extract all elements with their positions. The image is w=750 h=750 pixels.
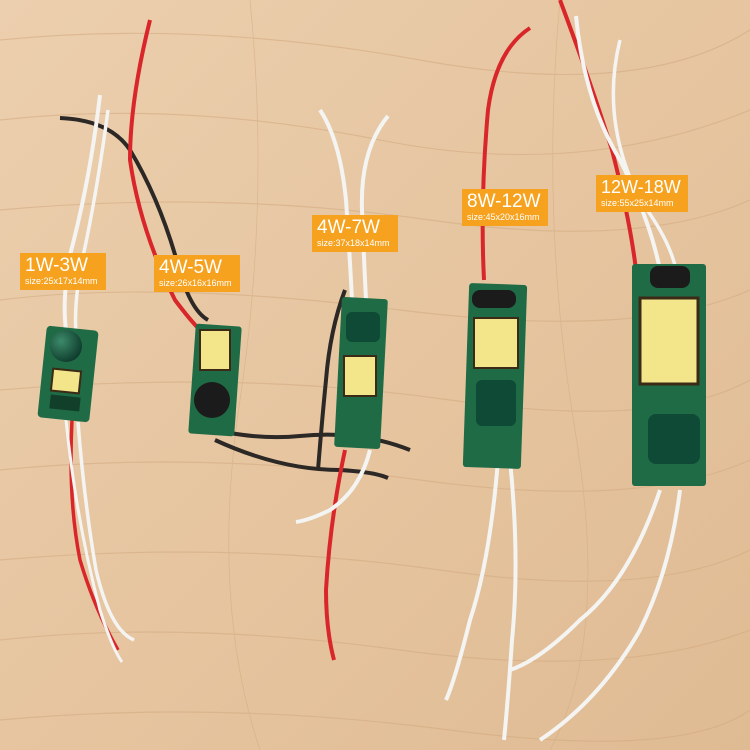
wire-white-5d	[538, 489, 682, 742]
capacitor-4	[476, 380, 516, 426]
label-size: size:25x17x14mm	[25, 276, 98, 286]
wire-white-3c	[295, 449, 372, 524]
wire-white-3a	[318, 108, 354, 301]
wire-white-3b	[359, 114, 390, 301]
label-1w-3w: 1W-3W size:25x17x14mm	[20, 253, 106, 290]
label-title: 12W-18W	[601, 177, 681, 197]
label-title: 8W-12W	[467, 191, 541, 212]
label-4w-5w: 4W-5W size:26x16x16mm	[154, 255, 240, 292]
label-size: size:45x20x16mm	[467, 212, 540, 222]
wire-white-4a	[444, 459, 500, 701]
driver-8w-12w	[444, 26, 532, 741]
driver-4w-7w	[295, 108, 390, 661]
wire-black-2b	[214, 438, 389, 480]
transformer-3	[343, 355, 377, 397]
transformer-1	[49, 367, 83, 395]
label-title: 1W-3W	[25, 255, 88, 276]
capacitor-1	[50, 330, 82, 362]
capacitor-4-small	[472, 290, 516, 308]
wire-black-3	[316, 289, 347, 471]
label-8w-12w: 8W-12W size:45x20x16mm	[462, 189, 548, 226]
transformer-2	[199, 329, 231, 371]
capacitor-3	[346, 312, 380, 342]
label-4w-7w: 4W-7W size:37x18x14mm	[312, 215, 398, 252]
label-size: size:26x16x16mm	[159, 278, 232, 288]
driver-12w-18w	[509, 0, 706, 742]
capacitor-5	[648, 414, 700, 464]
pcb-4	[462, 283, 528, 469]
label-12w-18w: 12W-18W size:55x25x14mm	[596, 175, 688, 212]
wire-red-2	[127, 19, 202, 332]
wire-white-5a	[574, 15, 662, 271]
wire-white-1a	[62, 94, 102, 331]
capacitor-5-small	[650, 266, 690, 288]
wire-white-5c	[509, 489, 662, 672]
wire-white-1c	[76, 421, 135, 642]
wire-white-1d	[64, 419, 124, 663]
label-size: size:55x25x14mm	[601, 198, 674, 208]
transformer-4	[473, 317, 519, 369]
driver-4w-5w	[127, 19, 411, 480]
label-title: 4W-5W	[159, 257, 222, 278]
wire-red-4	[480, 26, 532, 281]
capacitor-2	[194, 382, 230, 418]
label-size: size:37x18x14mm	[317, 238, 390, 248]
transformer-5	[638, 296, 700, 386]
wire-white-4b	[502, 459, 518, 741]
wire-red-3	[323, 449, 347, 661]
wire-black-1	[59, 116, 210, 322]
label-title: 4W-7W	[317, 217, 380, 238]
